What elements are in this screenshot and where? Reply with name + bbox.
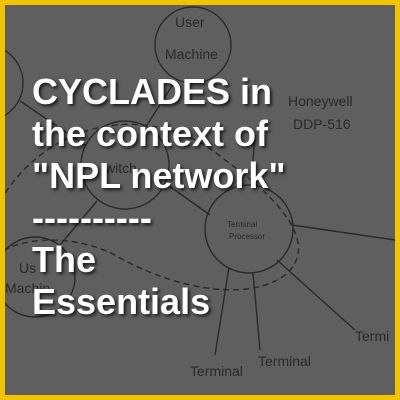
user-machine-top-label-2: Machine	[165, 46, 218, 62]
user-machine-left-label-1: Us	[19, 260, 36, 276]
user-machine-top-label-1: User	[175, 14, 205, 30]
thumbnail-panel: User Machine Honeywell DDP-516 witch Ter…	[5, 5, 395, 395]
headline-line-6: Essentials	[32, 281, 211, 322]
thumbnail-headline: CYCLADES in the context of "NPL network"…	[32, 71, 382, 323]
terminal-label-3: Termi	[355, 328, 389, 344]
user-machine-left-node	[5, 236, 76, 318]
honeywell-label-2: DDP-516	[293, 116, 351, 132]
terminal-line-1	[214, 266, 230, 356]
headline-line-1: CYCLADES in	[32, 71, 273, 112]
terminal-label-2: Terminal	[258, 353, 311, 369]
user-machine-left-label-2: Machin	[5, 280, 50, 296]
terminal-line-4	[291, 224, 395, 241]
link-switch-terminal-processor	[164, 182, 211, 216]
terminal-processor-label-1: Terminal	[227, 220, 257, 229]
link-top-switch	[146, 80, 176, 126]
user-machine-top-node	[154, 6, 232, 84]
switch-label: witch	[104, 160, 137, 176]
terminal-label-1: Terminal	[190, 363, 243, 379]
headline-line-2: the context of	[32, 113, 269, 154]
terminal-line-2	[252, 272, 261, 351]
left-top-node	[5, 49, 24, 117]
terminal-line-3	[276, 259, 356, 331]
link-left-switch	[19, 100, 86, 146]
link-switch-left-machine	[59, 200, 98, 246]
link-honeywell-processor	[250, 134, 256, 186]
honeywell-label-1: Honeywell	[288, 93, 353, 109]
headline-line-3: "NPL network"	[32, 155, 286, 196]
network-diagram-background: User Machine Honeywell DDP-516 witch Ter…	[5, 6, 395, 379]
headline-line-5: The	[32, 239, 97, 280]
dashed-network-boundary	[5, 123, 300, 291]
terminal-processor-node	[204, 184, 294, 274]
headline-line-4: ----------	[32, 197, 152, 238]
switch-node	[80, 120, 170, 210]
terminal-processor-label-2: Processor	[229, 232, 265, 241]
